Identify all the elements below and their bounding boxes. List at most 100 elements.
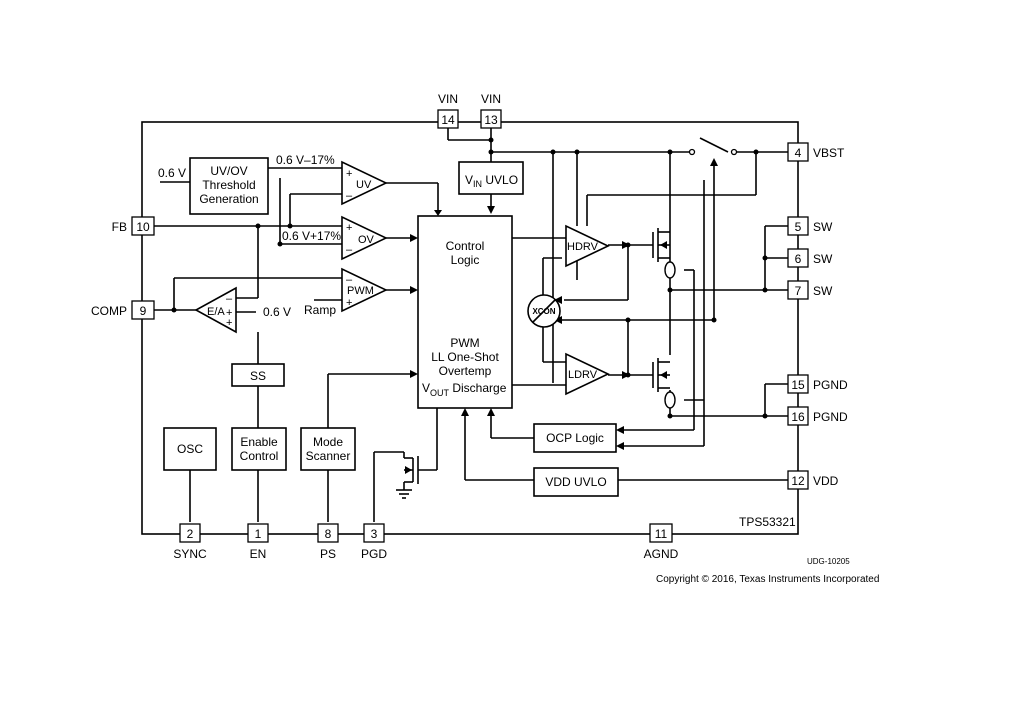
svg-text:Enable: Enable [240,435,278,449]
svg-text:HDRV: HDRV [567,241,599,253]
svg-text:10: 10 [136,220,150,234]
pin-3: 3 PGD [361,523,387,561]
svg-text:OCP Logic: OCP Logic [546,431,604,445]
pin-10: 10 FB [112,216,155,236]
svg-text:6: 6 [795,252,802,266]
pin-8: 8 PS [317,523,339,561]
hdrv-driver: HDRV [565,224,610,268]
osc-block: OSC [163,427,217,471]
ov-comparator: + – OV [341,215,388,261]
pin-1: 1 EN [247,523,269,561]
low-side-mosfet [652,358,670,392]
mode-scanner-block: Mode Scanner [300,427,356,471]
svg-text:COMP: COMP [91,304,127,318]
svg-text:VIN UVLO: VIN UVLO [465,173,518,189]
svg-text:PGND: PGND [813,410,848,424]
svg-text:FB: FB [112,220,127,234]
pin-16: 16 PGND [787,406,848,426]
svg-text:VIN: VIN [481,92,501,106]
pin-7: 7 SW [787,280,833,300]
pin-15: 15 PGND [787,374,848,394]
svg-text:SYNC: SYNC [173,547,207,561]
vbst-switch [688,148,738,156]
svg-text:9: 9 [140,304,147,318]
svg-text:Generation: Generation [199,192,258,206]
svg-text:1: 1 [255,527,262,541]
svg-text:PGND: PGND [813,378,848,392]
copyright: Copyright © 2016, Texas Instruments Inco… [656,574,879,585]
svg-text:4: 4 [795,146,802,160]
xcon-block: XCON [527,294,561,328]
svg-text:–: – [346,190,353,202]
svg-text:+: + [226,317,232,329]
svg-text:+: + [346,222,352,234]
svg-text:Control: Control [446,239,485,253]
svg-text:SW: SW [813,220,833,234]
svg-text:UV: UV [356,179,372,191]
ea-ref-label: 0.6 V [263,305,291,319]
ov-threshold-label: 0.6 V+17% [282,229,341,243]
drawing-id: UDG-10205 [807,557,850,566]
svg-text:VBST: VBST [813,146,845,160]
svg-text:5: 5 [795,220,802,234]
uv-comparator: + – UV [341,160,388,206]
enable-control-block: Enable Control [231,427,287,471]
svg-text:7: 7 [795,284,802,298]
ground-symbol [396,489,412,499]
pin-11: 11 AGND [644,523,679,561]
svg-text:SW: SW [813,252,833,266]
pin-4: 4 VBST [787,142,845,162]
svg-text:Logic: Logic [451,253,480,267]
pwm-comparator: – + PWM [341,267,388,313]
pin-6: 6 SW [787,248,833,268]
pin-13: 13 VIN [480,92,502,129]
current-sense-high [664,261,676,279]
svg-text:Overtemp: Overtemp [439,364,492,378]
svg-text:15: 15 [791,378,805,392]
svg-text:14: 14 [441,113,455,127]
svg-text:Threshold: Threshold [202,178,255,192]
current-sense-low [664,391,676,409]
svg-text:16: 16 [791,410,805,424]
svg-text:+: + [226,307,232,319]
vin-uvlo-block: VIN UVLO [458,161,524,195]
svg-text:8: 8 [325,527,332,541]
ocp-logic-block: OCP Logic [533,423,617,453]
svg-text:–: – [346,244,353,256]
part-number: TPS53321 [739,515,796,529]
svg-text:UV/OV: UV/OV [210,164,247,178]
pin-9: 9 COMP [91,300,155,320]
error-amplifier: E/A – + + [194,286,237,334]
svg-text:PWM: PWM [450,336,479,350]
svg-text:XCON: XCON [532,307,555,316]
svg-text:VIN: VIN [438,92,458,106]
svg-text:E/A: E/A [207,306,225,318]
vdd-uvlo-block: VDD UVLO [533,467,619,497]
svg-text:SW: SW [813,284,833,298]
svg-text:Mode: Mode [313,435,343,449]
uvov-threshold-block: UV/OV Threshold Generation [189,157,269,215]
svg-text:Control: Control [240,449,279,463]
pin-14: 14 VIN [437,92,459,129]
chip-outline [141,121,799,535]
svg-text:11: 11 [655,527,668,541]
svg-text:PGD: PGD [361,547,387,561]
svg-text:PWM: PWM [347,285,374,297]
uv-threshold-label: 0.6 V–17% [276,153,335,167]
svg-text:EN: EN [250,547,267,561]
svg-text:OSC: OSC [177,442,203,456]
svg-text:OV: OV [358,234,375,246]
high-side-mosfet [652,228,670,262]
svg-text:LDRV: LDRV [568,369,598,381]
svg-text:3: 3 [371,527,378,541]
svg-text:VDD: VDD [813,474,839,488]
svg-text:Scanner: Scanner [306,449,351,463]
control-logic-block: Control Logic PWM LL One-Shot Overtemp V… [417,215,513,409]
svg-text:12: 12 [791,474,805,488]
pin-5: 5 SW [787,216,833,236]
svg-text:SS: SS [250,369,266,383]
pgd-mosfet [404,456,419,484]
svg-text:+: + [346,168,352,180]
svg-text:–: – [346,274,353,286]
